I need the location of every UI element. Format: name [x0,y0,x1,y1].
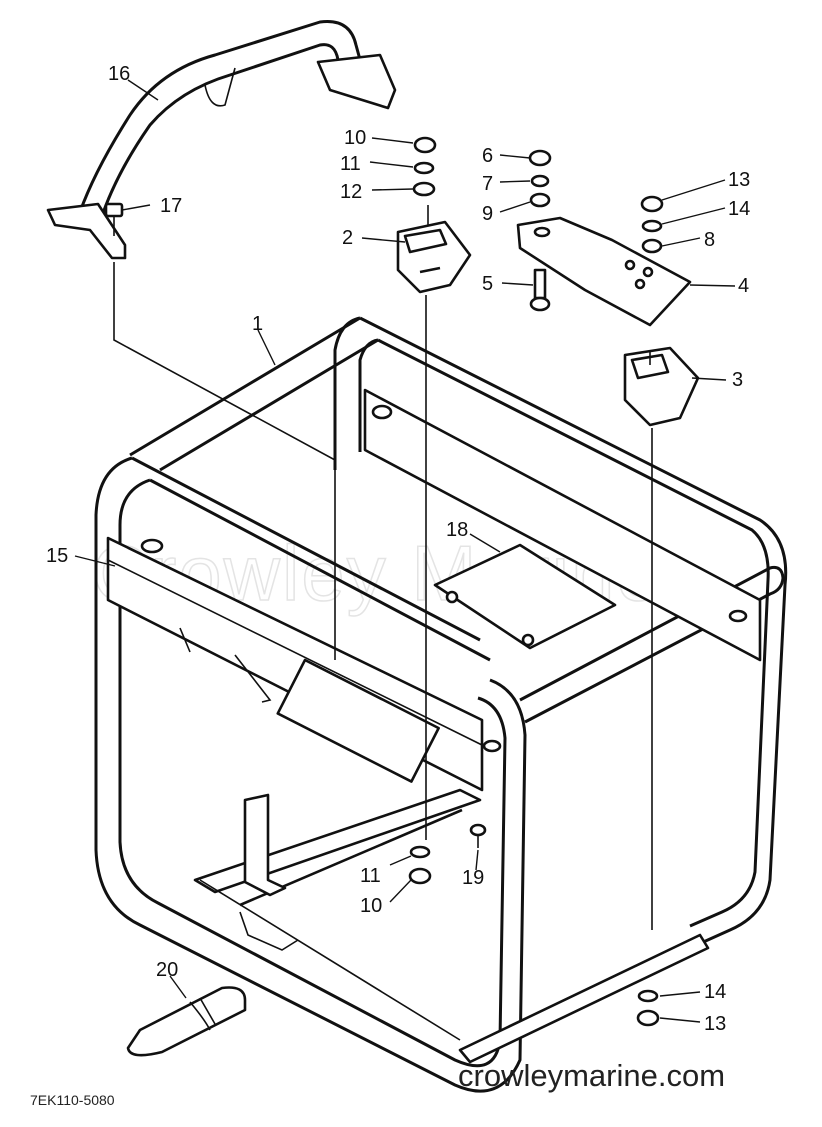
rubber-mount-2 [396,136,472,294]
callout-18: 18 [446,519,468,541]
callout-2: 2 [342,227,353,249]
callout-6: 6 [482,145,493,167]
assembly-lines [113,262,653,930]
callout-20: 20 [156,959,178,981]
callout-15: 15 [46,545,68,567]
callout-11-top: 11 [340,153,361,175]
rubber-mount-3 [623,346,700,427]
bolt-17 [104,202,124,236]
callout-10-bottom: 10 [360,895,382,917]
frame-part [94,316,788,1093]
callout-19: 19 [462,867,484,889]
callout-13-bottom: 13 [704,1013,726,1035]
callout-5: 5 [482,273,493,295]
item-20 [126,986,247,1057]
mount-bracket-4 [516,149,692,327]
site-watermark: crowleymarine.com [458,1058,725,1093]
callout-1: 1 [252,313,263,335]
callout-12: 12 [340,181,362,203]
callout-13-top: 13 [728,169,750,191]
carry-handle-part [46,19,397,260]
drawing-code: 7EK110-5080 [30,1092,115,1108]
callout-14-bottom: 14 [704,981,726,1003]
callout-9: 9 [482,203,493,225]
callout-7: 7 [482,173,493,195]
callout-4: 4 [738,275,749,297]
callout-labels: 16 17 1 10 11 12 2 6 7 9 5 13 14 8 4 3 1… [46,63,750,1035]
callout-17: 17 [160,195,182,217]
leader-lines [74,79,736,1023]
callout-10-top: 10 [344,127,366,149]
callout-11-bottom: 11 [360,865,381,887]
callout-16: 16 [108,63,130,85]
lower-hardware [408,823,660,1027]
plate-18 [433,543,617,650]
callout-3: 3 [732,369,743,391]
callout-8: 8 [704,229,715,251]
callout-14-top: 14 [728,198,750,220]
